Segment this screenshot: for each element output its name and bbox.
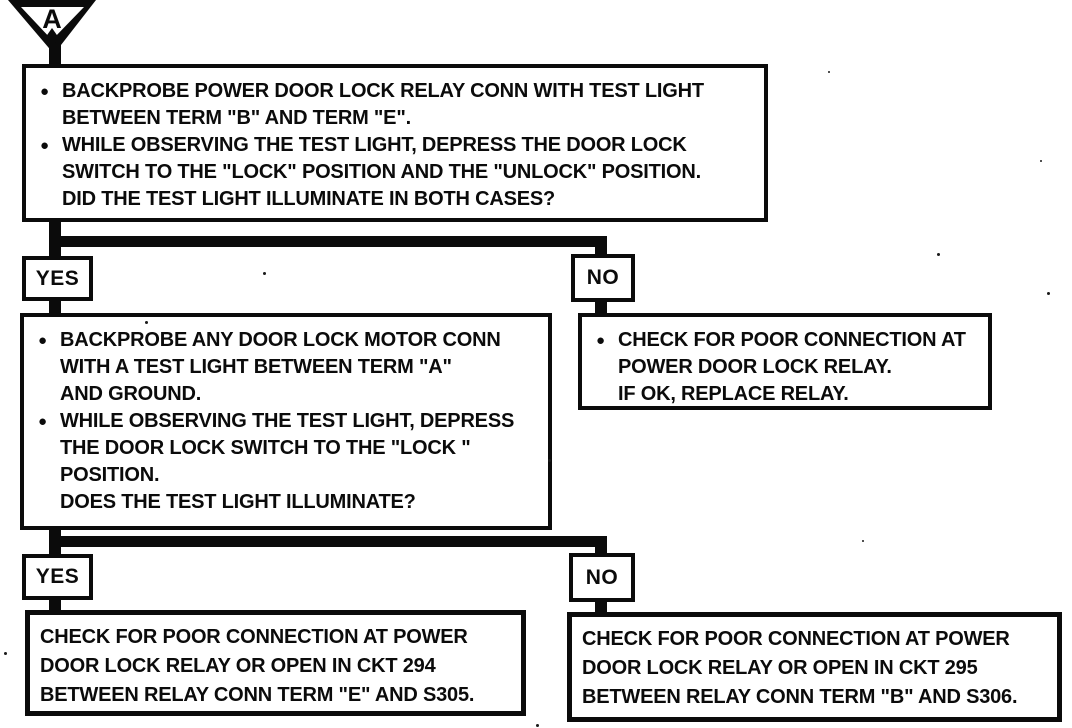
flow-line	[49, 536, 607, 547]
decision2-yes-box: YES	[22, 554, 93, 600]
step2-no-bullet-1: CHECK FOR POOR CONNECTION AT POWER DOOR …	[618, 329, 966, 405]
decision1-no-label: NO	[586, 266, 620, 289]
step1-bullet-2: WHILE OBSERVING THE TEST LIGHT, DEPRESS …	[62, 134, 701, 210]
step1-bullet-1: BACKPROBE POWER DOOR LOCK RELAY CONN WIT…	[62, 80, 704, 129]
connector-a-label: A	[42, 4, 62, 34]
decision1-yes-box: YES	[22, 256, 93, 301]
scan-speck	[263, 272, 266, 275]
bullet-icon: ●	[38, 413, 48, 430]
scan-speck	[862, 540, 864, 542]
flow-line	[595, 600, 607, 614]
bullet-item: ● BACKPROBE ANY DOOR LOCK MOTOR CONN WIT…	[34, 327, 542, 408]
decision1-yes-label: YES	[35, 266, 80, 290]
scan-speck	[145, 321, 148, 324]
bullet-item: ● BACKPROBE POWER DOOR LOCK RELAY CONN W…	[36, 78, 758, 132]
connector-stem	[49, 44, 61, 66]
decision2-yes-label: YES	[35, 565, 80, 588]
result-box-ckt294: CHECK FOR POOR CONNECTION AT POWER DOOR …	[25, 610, 526, 716]
bullet-icon: ●	[38, 332, 48, 349]
decision2-no-box: NO	[569, 553, 635, 602]
decision1-no-box: NO	[571, 254, 635, 302]
step-box-check-relay: ● CHECK FOR POOR CONNECTION AT POWER DOO…	[578, 313, 992, 410]
connector-tip-diamond	[45, 28, 59, 47]
result-box-ckt295: CHECK FOR POOR CONNECTION AT POWER DOOR …	[567, 612, 1062, 722]
flow-line	[595, 300, 607, 315]
flow-line	[595, 238, 607, 258]
scan-speck	[937, 253, 940, 256]
flow-line	[49, 299, 61, 315]
scan-speck	[536, 724, 539, 727]
decision2-no-label: NO	[585, 565, 619, 589]
result-yes-text: CHECK FOR POOR CONNECTION AT POWER DOOR …	[40, 626, 475, 706]
step2-yes-bullet-2: WHILE OBSERVING THE TEST LIGHT, DEPRESS …	[60, 410, 515, 513]
scan-speck	[828, 71, 830, 73]
connector-triangle-inner	[21, 7, 84, 40]
bullet-icon: ●	[40, 137, 50, 154]
bullet-item: ● WHILE OBSERVING THE TEST LIGHT, DEPRES…	[34, 408, 542, 516]
bullet-icon: ●	[40, 83, 50, 100]
step-box-relay-test: ● BACKPROBE POWER DOOR LOCK RELAY CONN W…	[22, 64, 768, 222]
step-box-motor-test: ● BACKPROBE ANY DOOR LOCK MOTOR CONN WIT…	[20, 313, 552, 530]
result-no-text: CHECK FOR POOR CONNECTION AT POWER DOOR …	[582, 628, 1018, 708]
step2-yes-bullet-1: BACKPROBE ANY DOOR LOCK MOTOR CONN WITH …	[60, 329, 501, 405]
scan-speck	[548, 459, 551, 462]
scan-speck	[1047, 292, 1050, 295]
flow-line	[49, 236, 607, 247]
scan-speck	[4, 652, 7, 655]
flow-line	[49, 598, 61, 612]
connector-a: A	[6, 0, 98, 66]
scan-speck	[1040, 160, 1042, 162]
connector-a-icon: A	[8, 0, 96, 66]
bullet-icon: ●	[596, 332, 606, 349]
bullet-item: ● WHILE OBSERVING THE TEST LIGHT, DEPRES…	[36, 132, 758, 213]
bullet-item: ● CHECK FOR POOR CONNECTION AT POWER DOO…	[592, 327, 982, 408]
